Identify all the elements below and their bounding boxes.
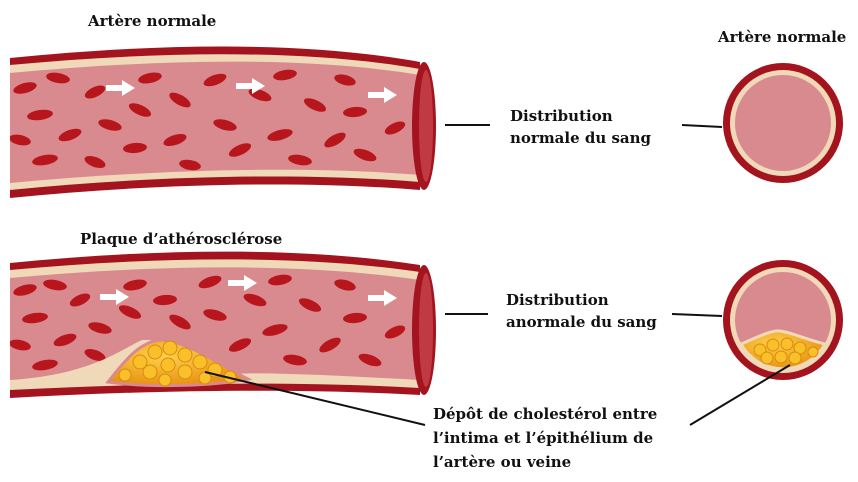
plaque-globule [119,369,131,381]
plaque-globule [178,348,192,362]
leader-line-abnormal-right [672,314,722,316]
plaque-globule [163,341,177,355]
plaque-globule [143,365,157,379]
plaque-globule [775,351,787,363]
leader-line-cholesterol-short [690,365,790,425]
abnormal-flow-label-line1: Distribution [506,290,609,310]
plaque-globule [159,374,171,386]
normal-cross-section-lumen [735,75,831,171]
plaque-globule [178,365,192,379]
abnormal-flow-label-line2: anormale du sang [506,312,657,332]
plaque-globule [161,358,175,372]
normal-artery-cut-end-inner [419,70,433,182]
normal-artery-title: Artère normale [88,11,216,31]
plaque-globule [148,345,162,359]
plaque-globule [808,347,818,357]
cholesterol-label-line3: l’artère ou veine [433,452,571,472]
cross-section-title: Artère normale [718,27,846,47]
plaque-globule [761,352,773,364]
cholesterol-label-line1: Dépôt de cholestérol entre [433,404,657,424]
normal-artery-longitudinal [8,47,436,199]
normal-cross-section [723,63,843,183]
plaque-title: Plaque d’athérosclérose [80,229,282,249]
normal-flow-label-line2: normale du sang [510,128,651,148]
plaque-globule [767,339,779,351]
plaque-globule [193,355,207,369]
leader-line-normal-right [682,125,722,127]
plaque-artery-cut-end-inner [419,273,433,387]
normal-flow-label-line1: Distribution [510,106,613,126]
plaque-globule [789,352,801,364]
plaque-globule [781,338,793,350]
plaque-cross-section [723,260,843,380]
cholesterol-label-line2: l’intima et l’épithélium de [433,428,653,448]
